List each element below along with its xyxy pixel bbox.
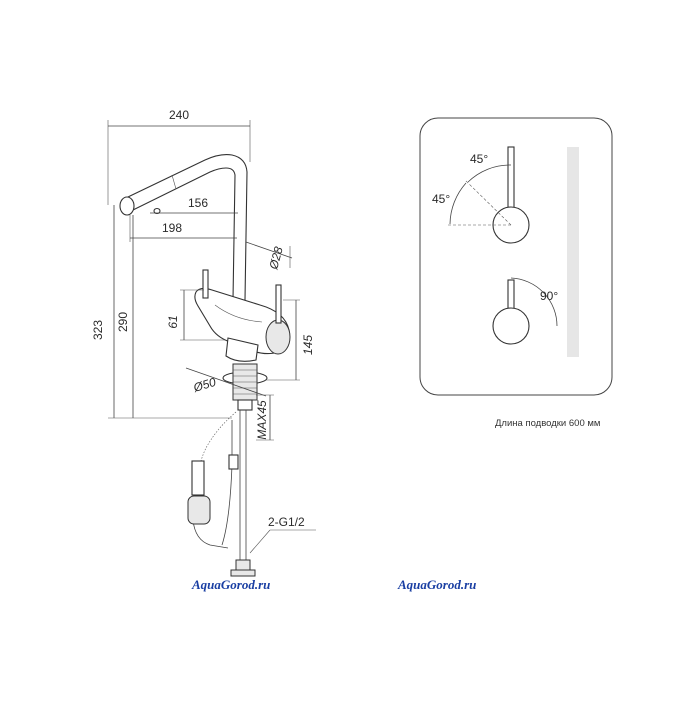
mount-nut bbox=[237, 399, 253, 411]
dim-line-d28 bbox=[245, 241, 293, 259]
dim-label-290: 290 bbox=[116, 312, 130, 332]
top-lever bbox=[507, 146, 515, 210]
dim-label-198: 198 bbox=[162, 221, 182, 235]
body-contour bbox=[214, 304, 263, 323]
fitting-1 bbox=[235, 559, 251, 571]
top-arc-2 bbox=[449, 182, 467, 225]
leader-line-g12 bbox=[249, 529, 271, 554]
dim-label-240: 240 bbox=[169, 108, 189, 122]
watermark-left: AquaGorod.ru bbox=[191, 577, 270, 592]
spout-joint bbox=[171, 174, 177, 190]
thread-lines bbox=[233, 369, 257, 395]
angle-top-1: 45° bbox=[470, 152, 488, 166]
hose-sleeve bbox=[191, 460, 205, 496]
handle-panel: 45° 45° 90° Длина подводки 600 мм bbox=[419, 117, 613, 429]
watermark-right: AquaGorod.ru bbox=[397, 577, 476, 592]
bottom-lever-knob bbox=[492, 307, 530, 345]
dim-label-d28: Ø28 bbox=[266, 245, 286, 272]
top-guide-45 bbox=[464, 179, 512, 226]
spout-nozzle bbox=[153, 207, 161, 215]
right-handle bbox=[275, 284, 282, 324]
bottom-arc bbox=[510, 277, 558, 327]
pullout-hose bbox=[197, 411, 237, 481]
faucet-drawing: 240 156 198 323 290 Ø28 61 145 Ø50 bbox=[91, 108, 316, 577]
top-arc-1 bbox=[467, 164, 512, 183]
mixer-neck bbox=[225, 337, 259, 362]
spout-arm bbox=[120, 154, 248, 301]
dim-label-323: 323 bbox=[91, 320, 105, 340]
left-handle bbox=[202, 269, 209, 299]
supply-length-caption: Длина подводки 600 мм bbox=[495, 418, 600, 429]
panel-frame bbox=[419, 117, 613, 396]
bottom-lever bbox=[507, 279, 515, 311]
body-end-cap bbox=[265, 319, 291, 355]
spout-head bbox=[119, 196, 135, 216]
fitting-2 bbox=[230, 569, 256, 577]
dim-label-d50: Ø50 bbox=[191, 375, 218, 395]
dim-label-g12: 2-G1/2 bbox=[268, 515, 305, 529]
dim-label-max45: MAX45 bbox=[255, 400, 269, 440]
angle-bottom: 90° bbox=[540, 289, 558, 303]
angle-top-2: 45° bbox=[432, 192, 450, 206]
dim-label-61: 61 bbox=[166, 315, 180, 328]
hose-weight bbox=[187, 495, 211, 525]
panel-strip bbox=[567, 147, 579, 357]
dim-label-145: 145 bbox=[301, 335, 315, 355]
dim-line-d50 bbox=[185, 367, 267, 397]
dim-label-156: 156 bbox=[188, 196, 208, 210]
hose-connector bbox=[228, 454, 239, 470]
supply-hose-2 bbox=[221, 420, 233, 546]
